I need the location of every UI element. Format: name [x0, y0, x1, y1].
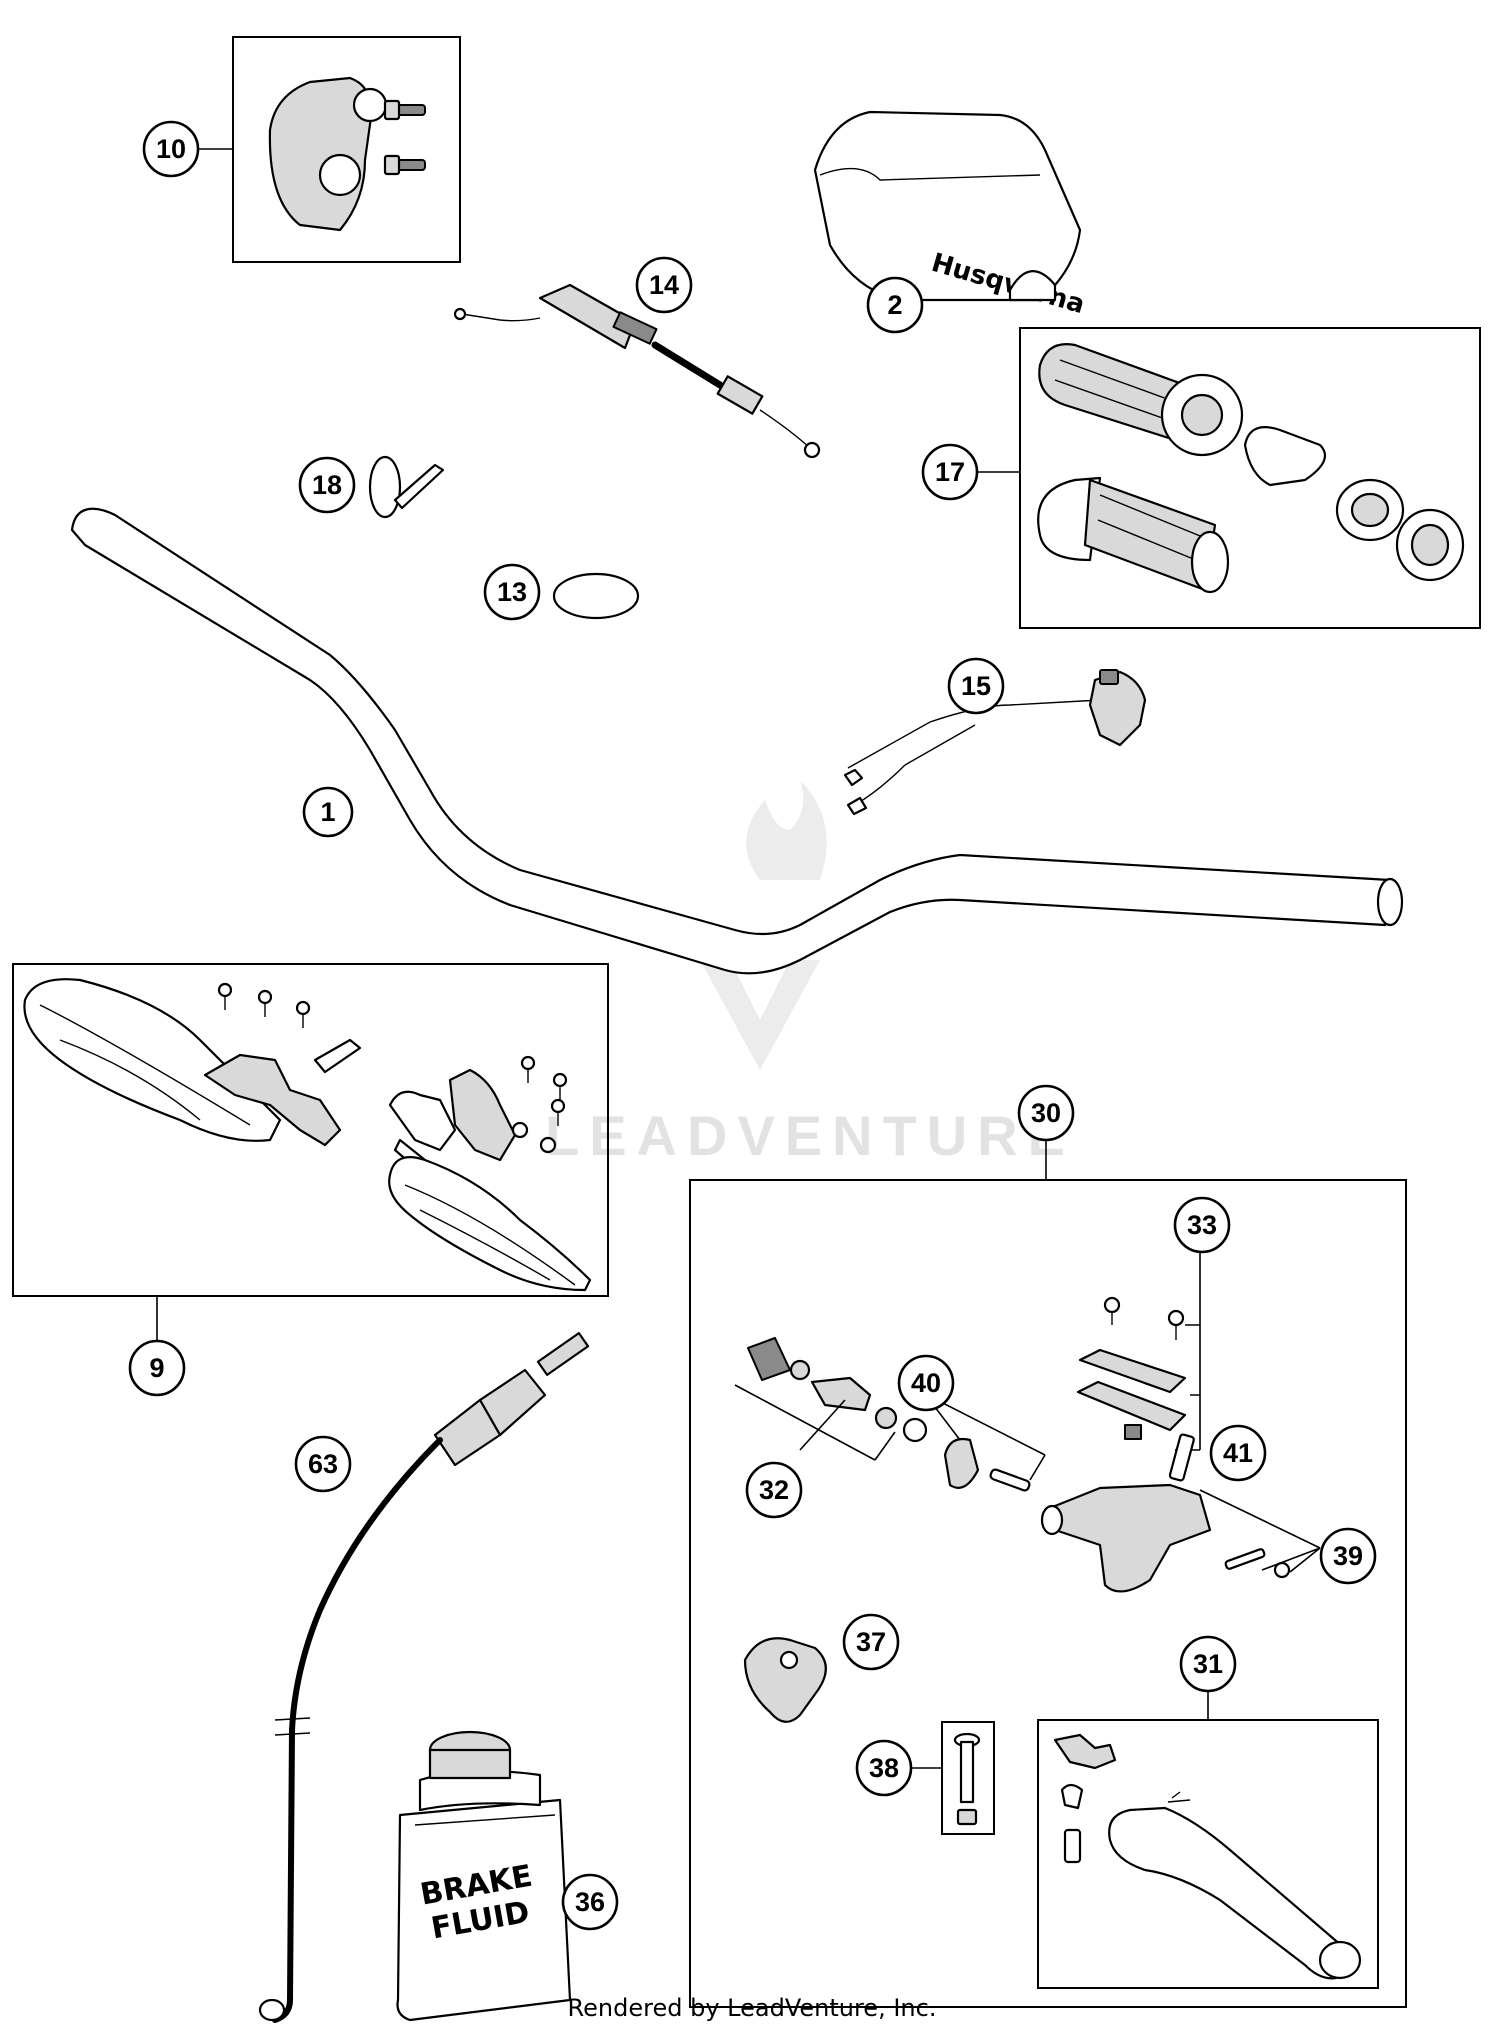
svg-text:9: 9 — [149, 1353, 164, 1383]
callout-9: 9 — [128, 1339, 186, 1397]
grip-set — [1037, 343, 1465, 594]
throttle-cable — [453, 283, 821, 459]
boot-pushrod — [924, 1393, 1046, 1492]
svg-text:38: 38 — [869, 1753, 899, 1783]
piston-kit — [734, 1337, 928, 1461]
o-ring — [552, 572, 640, 620]
brake-fluid-bottle: BRAKE FLUID — [396, 1730, 572, 2022]
callout-13: 13 — [483, 563, 541, 621]
callout-14: 14 — [635, 256, 693, 314]
svg-text:30: 30 — [1031, 1098, 1061, 1128]
box-9 — [12, 963, 609, 1297]
lever-bracket — [743, 1637, 827, 1723]
svg-text:17: 17 — [935, 457, 965, 487]
watermark-text: LEADVENTURE — [545, 1104, 1075, 1167]
callout-39: 39 — [1319, 1527, 1377, 1585]
pivot-pin — [953, 1732, 981, 1826]
svg-text:63: 63 — [308, 1449, 338, 1479]
throttle-housing — [268, 76, 426, 232]
watermark: LEADVENTURE — [545, 780, 1075, 1167]
callout-1: 1 — [302, 786, 354, 838]
svg-text:41: 41 — [1223, 1438, 1253, 1468]
callout-33: 33 — [1173, 1196, 1231, 1254]
box-30 — [689, 1179, 1407, 2008]
callout-40: 40 — [897, 1354, 955, 1412]
footer-credit: Rendered by LeadVenture, Inc. — [568, 1994, 937, 2022]
svg-text:2: 2 — [887, 290, 902, 320]
callout-63: 63 — [294, 1435, 352, 1493]
handlebar — [70, 507, 1404, 975]
svg-text:36: 36 — [575, 1887, 605, 1917]
bleed-screw — [1168, 1433, 1195, 1482]
master-cylinder-body — [1040, 1483, 1321, 1593]
callout-10: 10 — [142, 120, 200, 178]
callout-41: 41 — [1209, 1424, 1267, 1482]
callout-31: 31 — [1179, 1635, 1237, 1693]
handlebar-pad: Husqvarna — [813, 110, 1088, 320]
svg-text:18: 18 — [312, 470, 342, 500]
svg-text:32: 32 — [759, 1475, 789, 1505]
box-38 — [941, 1721, 995, 1835]
reservoir-cover — [1076, 1296, 1187, 1440]
callout-15: 15 — [947, 657, 1005, 715]
svg-text:15: 15 — [961, 671, 991, 701]
svg-text:39: 39 — [1333, 1541, 1363, 1571]
callout-2: 2 — [866, 276, 924, 334]
svg-text:31: 31 — [1193, 1649, 1223, 1679]
hand-guard-set — [23, 978, 592, 1292]
callout-32: 32 — [745, 1461, 803, 1519]
svg-text:33: 33 — [1187, 1210, 1217, 1240]
svg-text:13: 13 — [497, 577, 527, 607]
svg-text:37: 37 — [856, 1627, 886, 1657]
svg-text:14: 14 — [649, 270, 679, 300]
callout-38: 38 — [855, 1739, 913, 1797]
svg-text:10: 10 — [156, 134, 186, 164]
callout-17: 17 — [921, 443, 979, 501]
box-17 — [1019, 327, 1481, 629]
svg-text:40: 40 — [911, 1368, 941, 1398]
callout-18: 18 — [298, 456, 356, 514]
clutch-hose — [258, 1332, 590, 2023]
callout-37: 37 — [842, 1613, 900, 1671]
callout-30: 30 — [1017, 1084, 1075, 1142]
clutch-lever — [1053, 1733, 1362, 1980]
callout-36: 36 — [561, 1873, 619, 1931]
svg-text:1: 1 — [320, 797, 335, 827]
cable-tie — [368, 455, 445, 519]
